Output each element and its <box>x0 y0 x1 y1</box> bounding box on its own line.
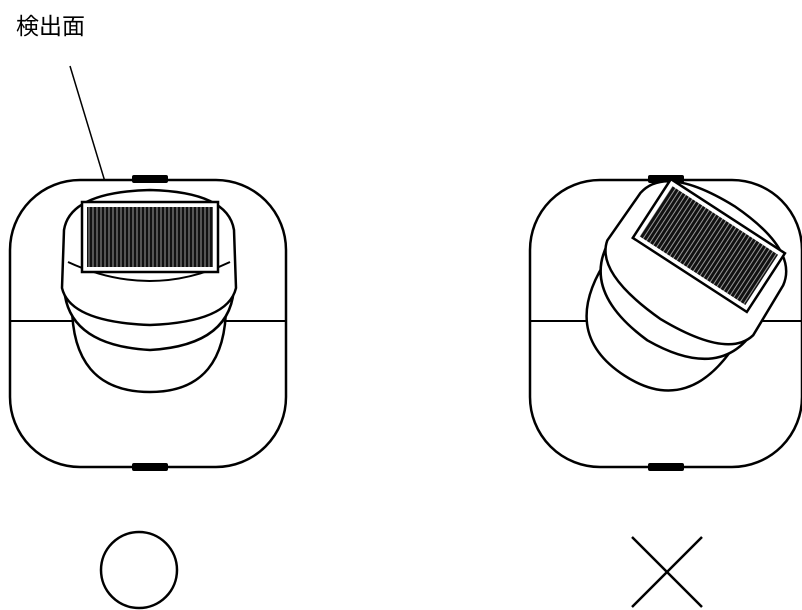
incorrect-cross-mark <box>631 536 703 608</box>
device-incorrect <box>528 175 802 471</box>
detection-surface-hatch <box>87 207 213 267</box>
device-correct <box>8 175 288 471</box>
device-bottom-nub <box>648 463 684 471</box>
device-bottom-nub <box>132 463 168 471</box>
device-top-nub <box>132 175 168 183</box>
detection-surface-hatch <box>639 186 779 306</box>
detection-surface-label: 検出面 <box>16 14 85 40</box>
correct-circle-mark <box>99 530 179 610</box>
